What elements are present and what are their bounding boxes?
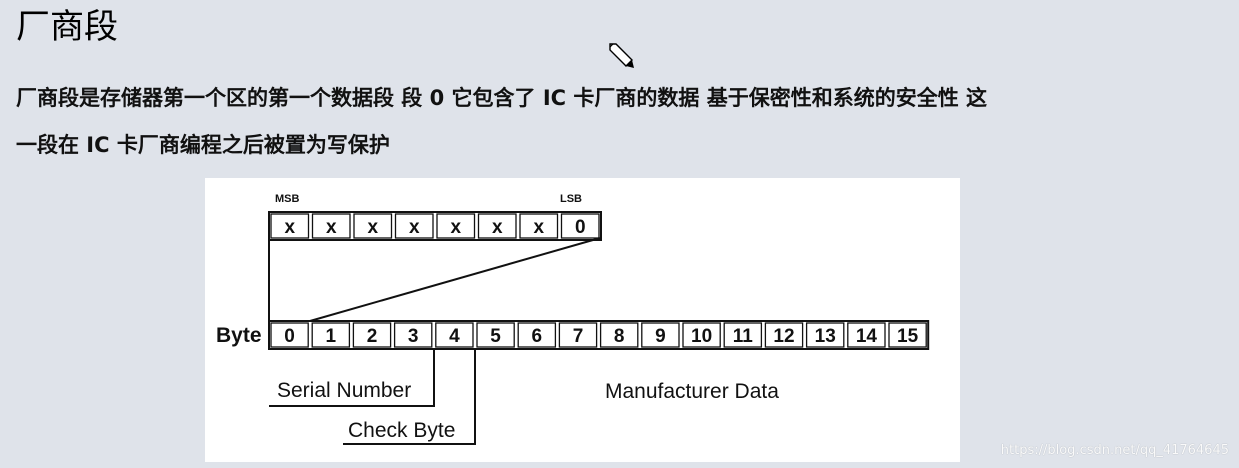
byte-cell	[435, 322, 474, 348]
byte-cell-label: 14	[856, 326, 878, 347]
top-bit-cell	[436, 213, 476, 239]
top-bit-cell	[477, 213, 517, 239]
byte-cell-label: 3	[408, 326, 419, 347]
top-bit-cell	[519, 213, 559, 239]
byte-cell	[476, 322, 515, 348]
byte-cell-label: 9	[655, 326, 666, 347]
byte-cell-label: 10	[691, 326, 712, 347]
top-bit-frame	[268, 211, 602, 241]
connector-diagonal	[309, 237, 601, 322]
top-bit-cell-label: x	[492, 217, 503, 238]
serial-number-bracket	[269, 349, 435, 407]
byte-cell	[352, 322, 392, 348]
page-title: 厂商段	[16, 7, 118, 47]
top-bit-cell-label: x	[450, 217, 461, 238]
top-bit-cell	[311, 213, 351, 239]
paragraph-line-2: 一段在 IC 卡厂商编程之后被置为写保护	[16, 133, 390, 157]
byte-cell-label: 6	[532, 326, 543, 347]
byte-frame	[268, 320, 930, 350]
top-bit-cell-label: x	[284, 217, 295, 238]
byte-cell	[764, 322, 804, 348]
serial-number-label: Serial Number	[277, 379, 411, 402]
top-bit-cell	[560, 213, 600, 239]
top-bit-cell-label: x	[533, 217, 544, 238]
check-byte-label: Check Byte	[348, 419, 455, 442]
manufacturer-data-label: Manufacturer Data	[605, 380, 779, 403]
pencil-cursor-icon	[609, 43, 634, 68]
byte-cell	[270, 322, 309, 348]
msb-label: MSB	[275, 193, 300, 205]
byte-cell	[311, 322, 351, 348]
byte-label: Byte	[216, 324, 262, 347]
byte-cell	[805, 322, 845, 348]
byte-cell-label: 11	[733, 326, 754, 347]
top-bit-cell	[394, 213, 434, 239]
byte-cell	[723, 322, 763, 348]
byte-cell-label: 12	[773, 326, 794, 347]
watermark-text: https://blog.csdn.net/qq_41764645	[1000, 443, 1229, 458]
byte-cell	[847, 322, 886, 348]
top-bit-cell	[270, 213, 310, 239]
top-bit-cell-label: x	[326, 217, 337, 238]
byte-cell-label: 8	[614, 326, 625, 347]
top-bits-register: x x x x x x x 0	[268, 211, 602, 241]
top-bit-cell-label: 0	[575, 217, 586, 238]
byte-cell-label: 2	[367, 326, 378, 347]
byte-cell-label: 7	[573, 326, 584, 347]
byte-cell	[517, 322, 557, 348]
top-bit-cell-label: x	[409, 217, 420, 238]
byte-cell-label: 15	[897, 326, 919, 347]
check-byte-bracket	[343, 349, 476, 445]
byte-cell	[641, 322, 680, 348]
lsb-label: LSB	[560, 193, 582, 205]
byte-cell	[393, 322, 433, 348]
byte-cell	[558, 322, 598, 348]
byte-cell	[888, 322, 927, 348]
byte-cell-label: 0	[284, 326, 295, 347]
paragraph-line-1: 厂商段是存储器第一个区的第一个数据段 段 0 它包含了 IC 卡厂商的数据 基于…	[16, 86, 988, 110]
byte-cell-label: 1	[326, 326, 337, 347]
top-bit-cell-label: x	[367, 217, 378, 238]
byte-cell-label: 4	[449, 326, 460, 347]
top-bit-cell	[353, 213, 393, 239]
byte-cell	[682, 322, 721, 348]
byte-cell	[599, 322, 639, 348]
byte-cell-label: 5	[490, 326, 501, 347]
byte-cell-label: 13	[815, 326, 836, 347]
